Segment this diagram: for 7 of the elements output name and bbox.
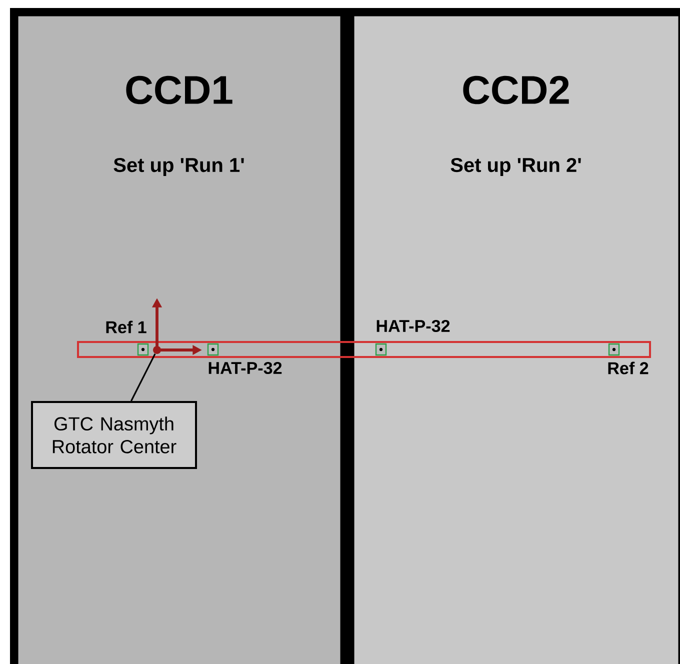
leader-line (130, 353, 156, 402)
callout-box: GTC Nasmyth Rotator Center (31, 401, 197, 469)
rotator-center-dot (153, 346, 161, 354)
star-label: HAT-P-32 (208, 362, 282, 374)
star-label: HAT-P-32 (376, 320, 450, 332)
star-label: Ref 2 (608, 362, 648, 374)
star-label: Ref 1 (106, 320, 146, 334)
